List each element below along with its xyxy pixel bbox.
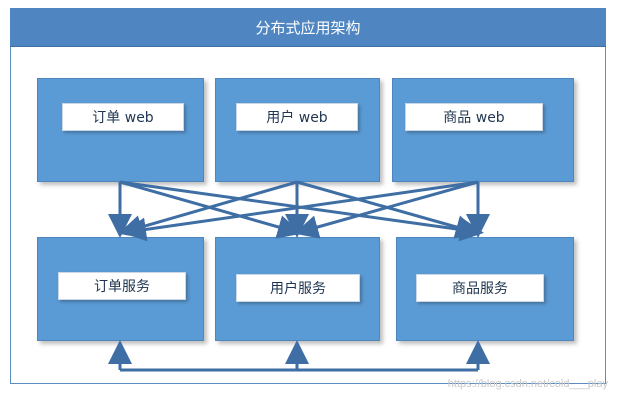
service-label-product: 商品服务 xyxy=(416,274,544,302)
service-label-order: 订单服务 xyxy=(58,272,186,300)
web-label-product: 商品 web xyxy=(405,103,543,131)
arrow-productweb-userservice xyxy=(294,180,479,239)
diagram-title: 分布式应用架构 xyxy=(10,8,606,47)
arrow-productweb-orderservice xyxy=(122,180,479,242)
arrow-userweb-orderservice xyxy=(118,180,298,239)
web-label-user: 用户 web xyxy=(236,103,358,131)
watermark-text: https://blog.csdn.net/cold___play xyxy=(447,378,608,390)
web-label-order: 订单 web xyxy=(62,103,184,131)
service-label-user: 用户服务 xyxy=(236,274,360,302)
